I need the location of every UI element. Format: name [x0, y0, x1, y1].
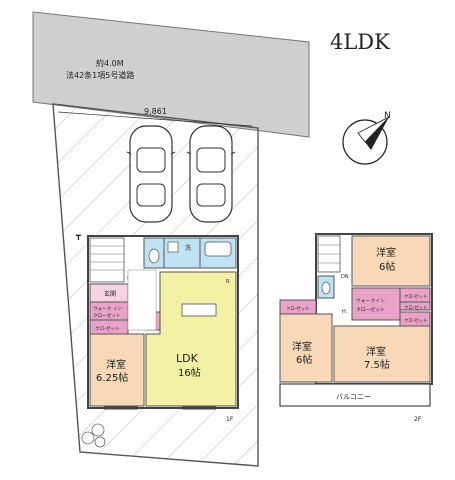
room-ne-name: 洋室: [376, 246, 396, 259]
closet-2f-c-label: クロ-ゼット: [404, 317, 428, 324]
floor-tag-1f: 1F: [226, 416, 234, 423]
closet-2f-a-label: クロ-ゼット: [404, 293, 428, 300]
room-sw-name: 洋室: [292, 340, 312, 353]
road-width-label: 約4.0M: [96, 58, 124, 68]
boundary-marker: ┳: [75, 231, 81, 241]
toilet-bowl-icon: [148, 248, 160, 264]
closet-2f-b-label: クロ-ゼット: [404, 304, 428, 311]
balcony: [279, 383, 431, 407]
balcony-label: バルコニー: [336, 393, 371, 401]
car-icon: [186, 125, 236, 223]
second-floor: DN H. 洋室 6帖 ウォークイン クローゼット クロ-ゼット クロ-ゼット …: [279, 233, 433, 423]
ldk-name: LDK: [176, 352, 199, 365]
walkin-closet-2f-line1: ウォークイン: [356, 297, 385, 304]
genkan-label: 玄関: [104, 290, 116, 298]
room-se-name: 洋室: [366, 345, 386, 358]
floor-tag-2f: 2F: [414, 416, 422, 423]
frontage-dimension: 9.861: [144, 107, 167, 116]
kitchen-counter: [181, 303, 217, 317]
tree-icon: [81, 423, 106, 448]
western-room-1f-size: 6.25帖: [96, 371, 128, 384]
walkin-closet-2f-line2: クローゼット: [356, 306, 385, 313]
western-room-1f-name: 洋室: [106, 358, 126, 371]
closet-2f-b: [399, 301, 431, 311]
closet-1f-label: クロ-ゼット: [95, 325, 120, 332]
ldk-size: 16帖: [178, 366, 201, 379]
sink-icon: [167, 241, 179, 253]
north-label: N: [384, 111, 391, 121]
car-icon: [126, 125, 176, 223]
road-designation-label: 法42条1項5号道路: [66, 70, 134, 80]
room-se-size: 7.5帖: [364, 358, 390, 371]
hall-2f-label: H.: [342, 309, 348, 315]
room-ne-size: 6帖: [379, 260, 395, 273]
western-room-1f: [89, 333, 145, 407]
closet-2f-left-label: クロ-ゼット: [286, 305, 310, 312]
western-room-2f-se: [333, 325, 431, 383]
stair-dn-label: DN: [341, 274, 349, 280]
frontage-line: [57, 111, 253, 127]
bathtub-icon: [204, 241, 232, 257]
ldk: [145, 271, 237, 407]
walkin-closet-2f: [351, 287, 401, 321]
road-strip: [32, 11, 310, 138]
hallway-1f: [127, 269, 157, 331]
first-floor: UP 洗 玄関 ウォーク イン クローゼット クロ-ゼット 洋室 6.25帖 R…: [87, 235, 239, 423]
western-room-2f-sw: [279, 313, 333, 383]
room-sw-size: 6帖: [296, 353, 312, 366]
north-arrow-icon: N: [342, 111, 391, 165]
western-room-2f-ne: [351, 235, 431, 287]
plan-type-label: 4LDK: [330, 30, 390, 54]
staircase: UP: [89, 237, 134, 283]
toilet-bowl-2f-icon: [321, 281, 331, 295]
staircase-2f: DN: [317, 235, 349, 280]
road: 約4.0M 法42条1項5号道路: [32, 11, 310, 138]
refrigerator-label: R: [226, 279, 230, 285]
wash-label: 洗: [185, 244, 191, 252]
walkin-closet-1f-line1: ウォーク イン: [93, 305, 122, 312]
walkin-closet-1f-line2: クローゼット: [93, 312, 121, 319]
